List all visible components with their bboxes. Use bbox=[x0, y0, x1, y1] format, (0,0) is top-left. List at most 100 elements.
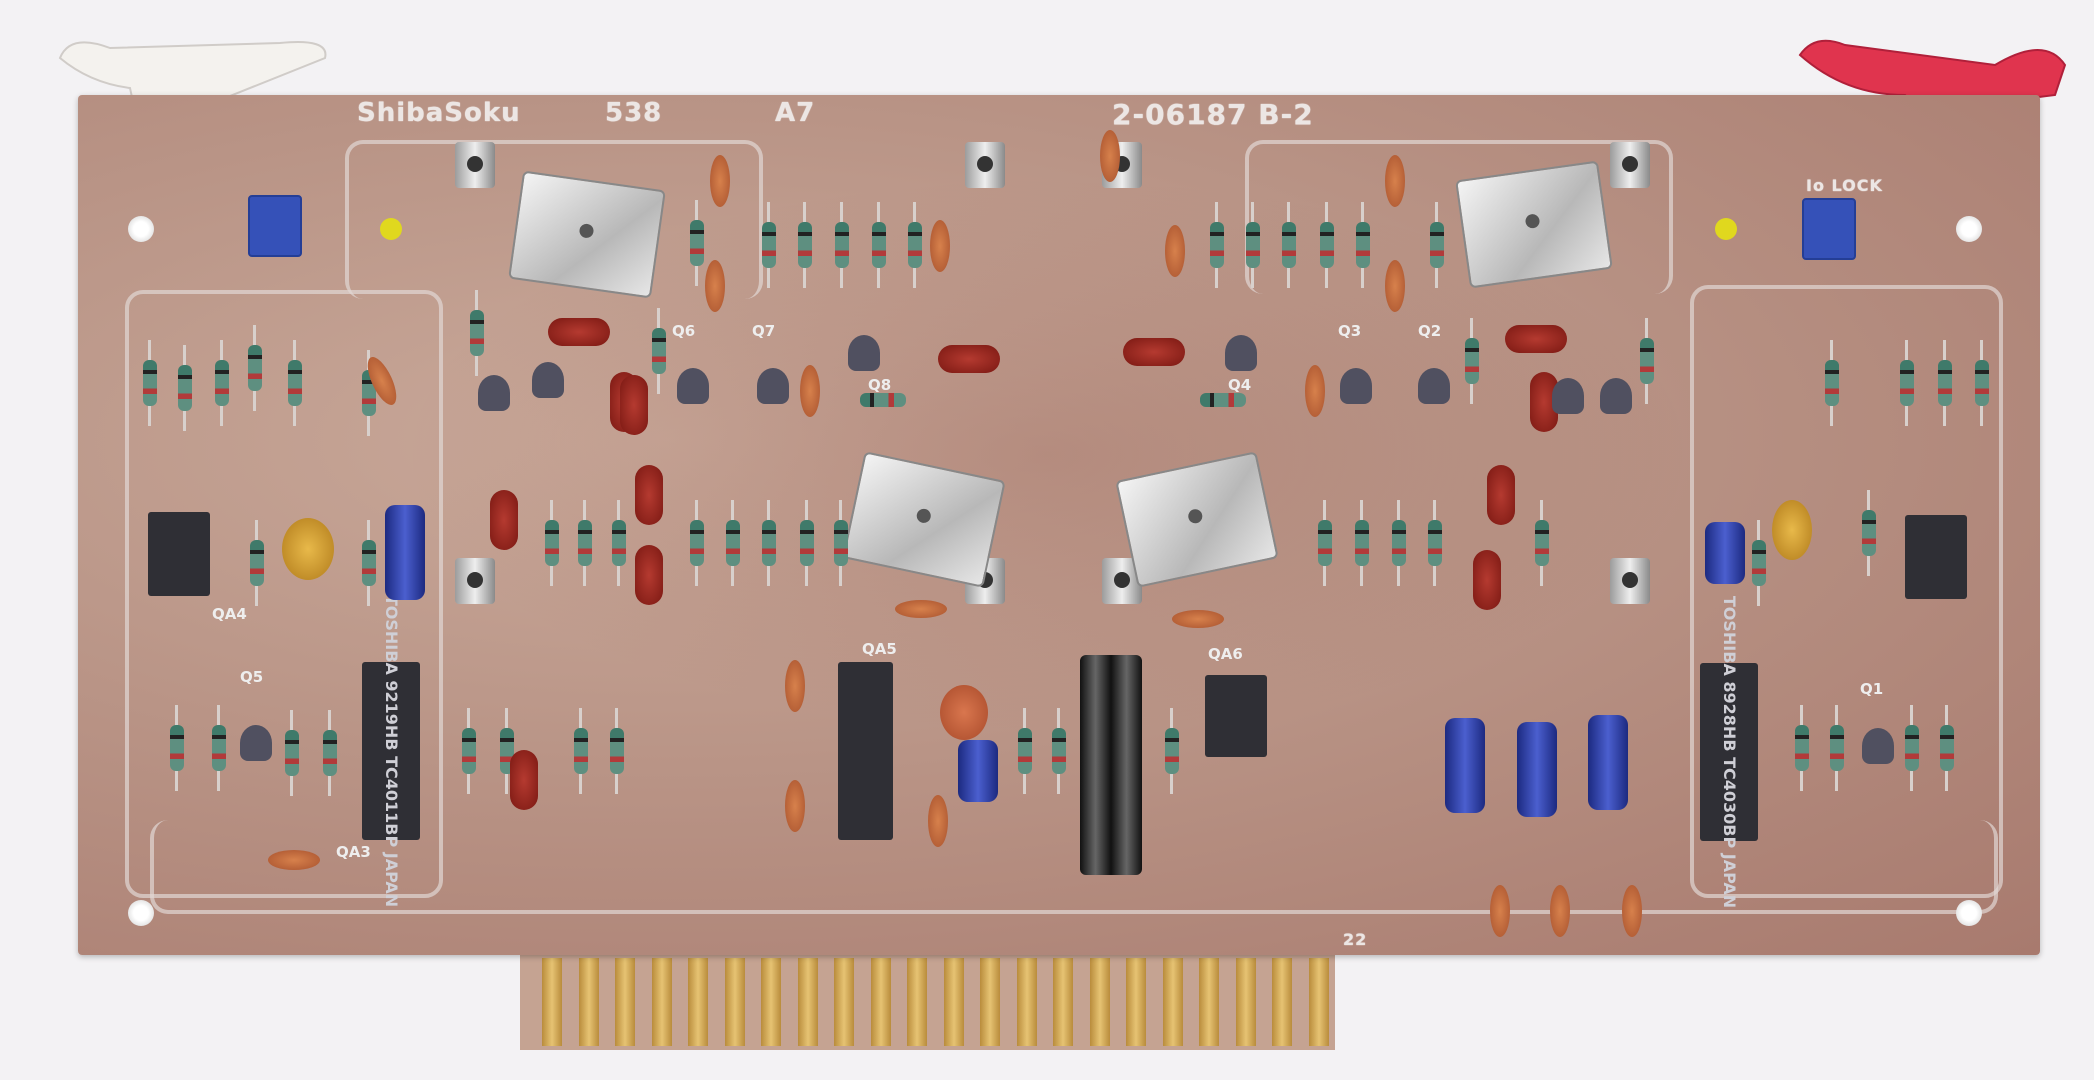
ceramic-capacitor bbox=[1305, 365, 1325, 417]
transistor bbox=[677, 368, 709, 404]
resistor bbox=[1975, 360, 1989, 406]
gold-edge-finger bbox=[615, 958, 635, 1046]
gold-edge-finger bbox=[907, 958, 927, 1046]
resistor bbox=[1355, 520, 1369, 566]
ceramic-capacitor bbox=[1172, 610, 1224, 628]
ic-qa4 bbox=[148, 512, 210, 596]
gold-edge-finger bbox=[980, 958, 1000, 1046]
ic-qa4-designator: QA4 bbox=[212, 605, 247, 623]
brand-label: ShibaSoku bbox=[357, 98, 521, 128]
lock-jumper-block[interactable] bbox=[1802, 198, 1856, 260]
trimmer-potentiometer[interactable] bbox=[1455, 160, 1613, 289]
model-label: 538 bbox=[605, 98, 663, 128]
ceramic-capacitor bbox=[928, 795, 948, 847]
gold-edge-finger bbox=[797, 958, 818, 1046]
hex-standoff bbox=[1610, 142, 1650, 188]
mica-capacitor bbox=[635, 465, 663, 525]
resistor bbox=[248, 345, 262, 391]
resistor bbox=[1320, 222, 1334, 268]
transistor bbox=[1340, 368, 1372, 404]
tantalum-capacitor bbox=[1772, 500, 1812, 560]
ic-qa3-designator: QA3 bbox=[336, 843, 371, 861]
ic-qa6-designator: QA6 bbox=[1208, 645, 1243, 663]
resistor bbox=[470, 310, 484, 356]
transistor-label-q3: Q3 bbox=[1338, 322, 1362, 340]
gold-edge-finger bbox=[943, 958, 964, 1046]
gold-edge-finger bbox=[870, 958, 891, 1046]
resistor bbox=[1465, 338, 1479, 384]
transistor bbox=[240, 725, 272, 761]
ceramic-capacitor bbox=[930, 220, 950, 272]
resistor bbox=[1535, 520, 1549, 566]
resistor bbox=[798, 222, 812, 268]
ceramic-capacitor bbox=[1100, 130, 1120, 182]
test-point bbox=[1715, 218, 1737, 240]
hex-standoff bbox=[965, 142, 1005, 188]
transistor-label-q1: Q1 bbox=[1860, 680, 1884, 698]
jumper-block[interactable] bbox=[248, 195, 302, 257]
ic-qa5-designator: QA5 bbox=[862, 640, 897, 658]
electrolytic-capacitor bbox=[385, 505, 425, 600]
electrolytic-capacitor bbox=[958, 740, 998, 802]
resistor bbox=[1640, 338, 1654, 384]
resistor bbox=[834, 520, 848, 566]
trace-outline-right bbox=[1690, 285, 2003, 898]
mica-capacitor bbox=[1123, 338, 1185, 366]
ceramic-capacitor bbox=[895, 600, 947, 618]
mica-capacitor bbox=[490, 490, 518, 550]
resistor bbox=[690, 220, 704, 266]
resistor bbox=[860, 393, 906, 407]
gold-edge-finger bbox=[1199, 958, 1219, 1046]
resistor bbox=[545, 520, 559, 566]
ceramic-capacitor bbox=[1622, 885, 1642, 937]
ic-marking: TOSHIBA 9219HB TC4011BP JAPAN bbox=[382, 594, 401, 908]
ic-tc4030bp: TOSHIBA 8928HB TC4030BP JAPAN bbox=[1700, 596, 1758, 908]
mica-capacitor bbox=[1505, 325, 1567, 353]
mounting-hole bbox=[1956, 900, 1982, 926]
transistor bbox=[532, 362, 564, 398]
resistor bbox=[1938, 360, 1952, 406]
trace-top-left bbox=[345, 140, 763, 299]
ceramic-capacitor bbox=[1490, 885, 1510, 937]
part-number-label: 2-06187 B-2 bbox=[1112, 98, 1314, 131]
ceramic-disc-capacitor bbox=[940, 685, 988, 740]
trace-outline-left bbox=[125, 290, 443, 898]
resistor bbox=[1900, 360, 1914, 406]
electrolytic-capacitor bbox=[1445, 718, 1485, 813]
trimmer-potentiometer[interactable] bbox=[508, 170, 666, 299]
gold-edge-finger bbox=[1162, 958, 1183, 1046]
resistor bbox=[1165, 728, 1179, 774]
ceramic-capacitor bbox=[785, 660, 805, 712]
ceramic-capacitor bbox=[705, 260, 725, 312]
resistor bbox=[1392, 520, 1406, 566]
resistor bbox=[726, 520, 740, 566]
resistor bbox=[362, 540, 376, 586]
ceramic-capacitor bbox=[1550, 885, 1570, 937]
resistor bbox=[1052, 728, 1066, 774]
mica-capacitor bbox=[620, 375, 648, 435]
resistor bbox=[612, 520, 626, 566]
transistor-label-q6: Q6 bbox=[672, 322, 696, 340]
ic-qa6 bbox=[1205, 675, 1267, 757]
resistor bbox=[578, 520, 592, 566]
transistor-label-q4: Q4 bbox=[1228, 376, 1252, 394]
resistor bbox=[1282, 222, 1296, 268]
resistor bbox=[762, 222, 776, 268]
ceramic-capacitor bbox=[800, 365, 820, 417]
trace-top-right bbox=[1245, 140, 1673, 294]
hex-standoff bbox=[455, 558, 495, 604]
gold-edge-finger bbox=[1126, 958, 1146, 1046]
ceramic-capacitor bbox=[268, 850, 320, 870]
transistor bbox=[1418, 368, 1450, 404]
hex-standoff bbox=[455, 142, 495, 188]
mica-capacitor bbox=[635, 545, 663, 605]
hex-standoff bbox=[1610, 558, 1650, 604]
gold-edge-finger bbox=[1272, 958, 1292, 1046]
resistor bbox=[323, 730, 337, 776]
ceramic-capacitor bbox=[1385, 155, 1405, 207]
mounting-hole bbox=[1956, 216, 1982, 242]
electrolytic-capacitor bbox=[1705, 522, 1745, 584]
transistor bbox=[1225, 335, 1257, 371]
gold-edge-finger bbox=[542, 958, 562, 1046]
gold-edge-finger bbox=[651, 958, 672, 1046]
